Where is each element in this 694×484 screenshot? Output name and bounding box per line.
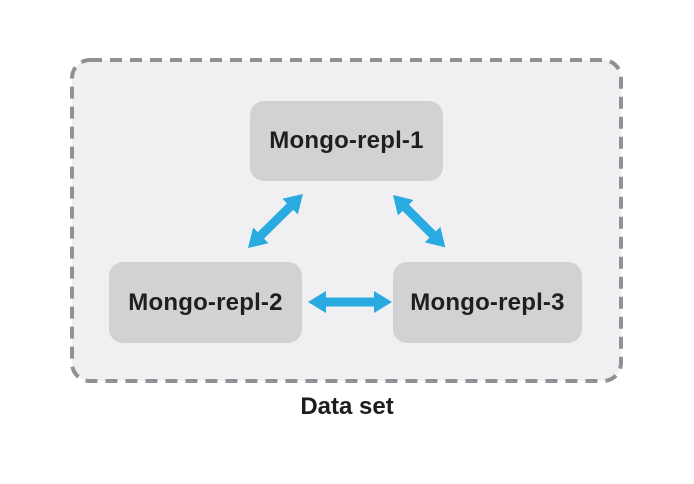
node-label: Mongo-repl-2 bbox=[128, 288, 283, 316]
arrowhead-icon bbox=[248, 227, 269, 248]
node-mongo-repl-3: Mongo-repl-3 bbox=[393, 262, 582, 343]
node-mongo-repl-2: Mongo-repl-2 bbox=[109, 262, 302, 343]
arrowhead-icon bbox=[393, 195, 414, 216]
bidirectional-arrow-icon-repl1-repl3 bbox=[393, 195, 446, 248]
bidirectional-arrow-icon-repl2-repl3 bbox=[308, 291, 392, 313]
diagram-title: Data set bbox=[300, 393, 394, 420]
arrowhead-icon bbox=[308, 291, 326, 313]
arrowhead-icon bbox=[374, 291, 392, 313]
bidirectional-arrow-icon-repl1-repl2 bbox=[248, 194, 303, 248]
arrowhead-icon bbox=[282, 194, 303, 215]
arrowhead-icon bbox=[424, 226, 446, 248]
node-label: Mongo-repl-1 bbox=[269, 127, 424, 154]
node-label: Mongo-repl-3 bbox=[410, 288, 565, 316]
node-mongo-repl-1: Mongo-repl-1 bbox=[250, 101, 443, 181]
